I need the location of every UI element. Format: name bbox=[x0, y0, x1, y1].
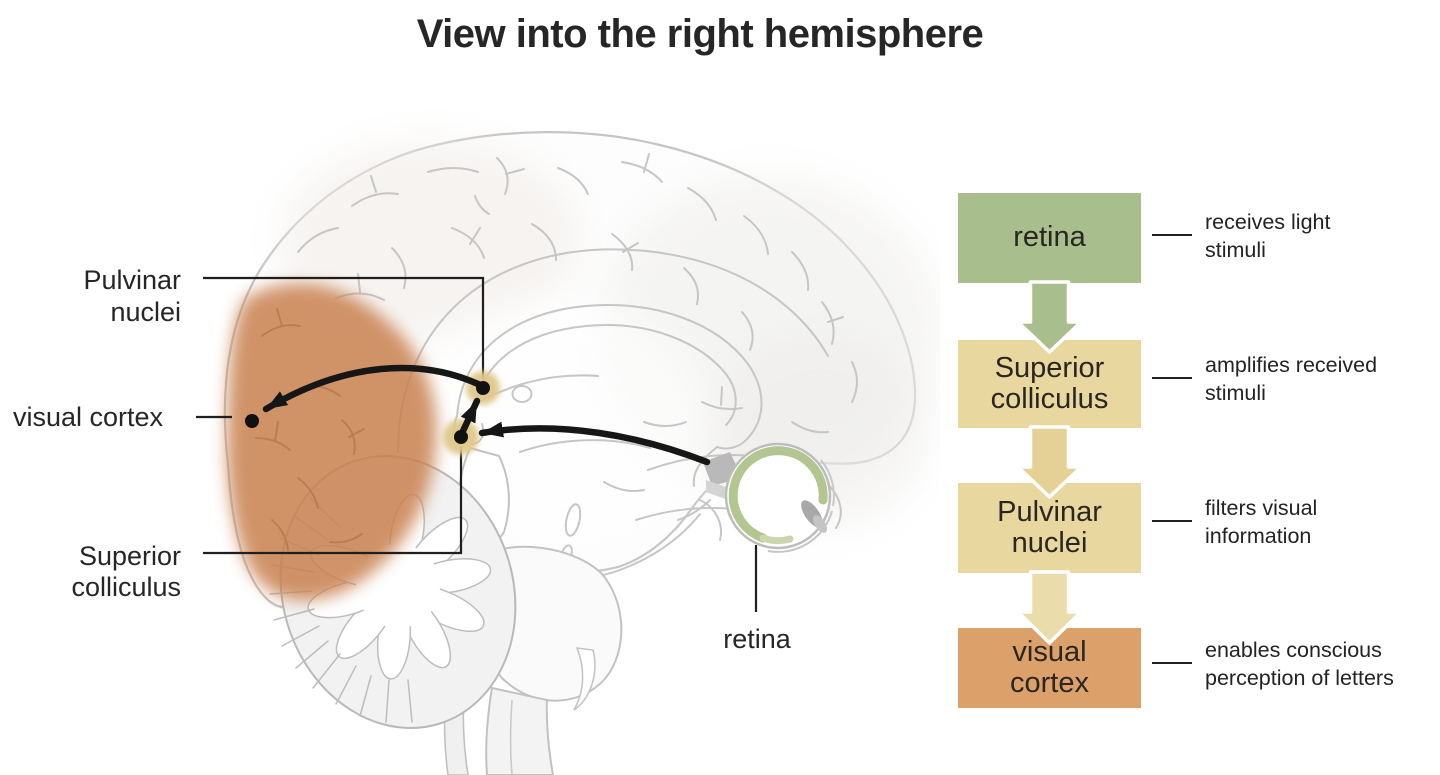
pulvinar-label-line2: nuclei bbox=[110, 297, 181, 327]
flow-desc-visual-cortex: enables conscious perception of letters bbox=[1205, 636, 1435, 692]
cortex-sulci bbox=[297, 153, 858, 521]
visual-cortex-dot bbox=[245, 414, 259, 428]
flow-box-superior-colliculus-label-line2: colliculus bbox=[990, 383, 1109, 415]
superior-colliculus-label-line2: colliculus bbox=[71, 572, 181, 602]
flow-desc-superior-colliculus-line1: amplifies received bbox=[1205, 353, 1378, 377]
superior-colliculus-dot bbox=[454, 430, 468, 444]
flow-box-superior-colliculus-label-line1: Superior bbox=[994, 351, 1105, 384]
superior-colliculus-label-line1: Superior bbox=[79, 541, 181, 571]
flow-dash-3 bbox=[1152, 520, 1192, 522]
flow-box-pulvinar-label-line1: Pulvinar bbox=[997, 495, 1102, 528]
flow-desc-pulvinar: filters visual information bbox=[1205, 494, 1435, 550]
label-connectors bbox=[196, 276, 758, 612]
pulvinar-connector bbox=[203, 276, 485, 380]
flow-desc-pulvinar-line1: filters visual bbox=[1205, 496, 1318, 520]
flow-box-pulvinar-label-line2: nuclei bbox=[1011, 527, 1088, 559]
flow-box-retina: retina bbox=[958, 193, 1141, 283]
flow-box-visual-cortex: visual cortex bbox=[958, 628, 1141, 708]
flow-box-pulvinar: Pulvinar nuclei bbox=[958, 483, 1141, 573]
flow-box-visual-cortex-label-line1: visual bbox=[1012, 635, 1087, 668]
page-title: View into the right hemisphere bbox=[416, 12, 984, 56]
flow-dash-4 bbox=[1152, 662, 1192, 664]
superior-colliculus-connector bbox=[203, 446, 463, 555]
pathway-dots bbox=[245, 381, 490, 444]
arrow-superior-colliculus-to-pulvinar bbox=[459, 397, 481, 435]
arrow-pulvinar-to-visual-cortex bbox=[262, 364, 482, 413]
flow-desc-retina-line2: stimuli bbox=[1205, 238, 1266, 262]
visual-pathway-arrows bbox=[262, 364, 711, 466]
pulvinar-label-line1: Pulvinar bbox=[83, 265, 181, 295]
flow-desc-superior-colliculus-line2: stimuli bbox=[1205, 381, 1266, 405]
flow-dash-1 bbox=[1152, 234, 1192, 236]
arrow-retina-to-superior-colliculus bbox=[478, 421, 711, 466]
anatomy-labels: Pulvinar nuclei visual cortex Superior c… bbox=[13, 265, 792, 654]
flow-desc-superior-colliculus: amplifies received stimuli bbox=[1205, 351, 1435, 407]
flow-desc-pulvinar-line2: information bbox=[1205, 524, 1312, 548]
flow-box-superior-colliculus: Superior colliculus bbox=[958, 340, 1141, 428]
flow-desc-retina: receives light stimuli bbox=[1205, 208, 1435, 264]
visual-cortex-highlight bbox=[226, 283, 437, 601]
flow-desc-retina-line1: receives light bbox=[1205, 210, 1331, 234]
flow-box-visual-cortex-label-line2: cortex bbox=[1010, 667, 1089, 699]
pulvinar-dot bbox=[476, 381, 490, 395]
flow-dash-2 bbox=[1152, 377, 1192, 379]
occipital-sulci bbox=[255, 308, 365, 551]
visual-cortex-label: visual cortex bbox=[13, 402, 164, 432]
brain-illustration: Pulvinar nuclei visual cortex Superior c… bbox=[13, 131, 940, 775]
flow-desc-visual-cortex-line1: enables conscious bbox=[1205, 638, 1382, 662]
flow-box-retina-label: retina bbox=[1013, 221, 1086, 254]
eye-illustration bbox=[703, 442, 835, 553]
retina-label: retina bbox=[723, 624, 792, 654]
retina-ring bbox=[728, 446, 828, 543]
flow-desc-visual-cortex-line2: perception of letters bbox=[1205, 666, 1394, 690]
